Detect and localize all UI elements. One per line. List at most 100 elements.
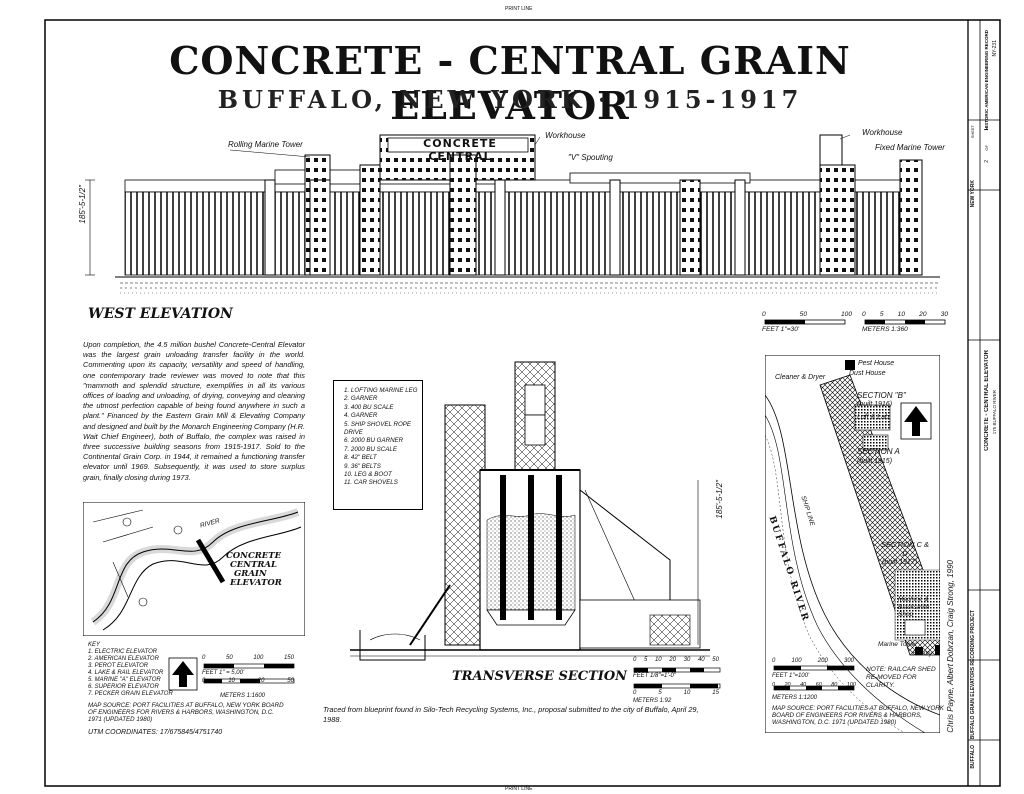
elevation-feet-ticks: 0 50 100 xyxy=(762,311,852,319)
tick-label: 200 xyxy=(817,658,828,664)
map-key-item: 3. PEROT ELEVATOR xyxy=(88,663,149,669)
label-built-1915: (built 1915) xyxy=(857,458,893,465)
map-key: KEY 1. ELECTRIC ELEVATOR 2. AMERICAN ELE… xyxy=(88,642,173,698)
section-feet-label: FEET 1/8"=1'-0" xyxy=(633,673,676,679)
tick-label: 5 xyxy=(879,311,884,318)
tick-label: 60 xyxy=(815,682,822,688)
tick-label: 100 xyxy=(253,655,264,661)
label-workhouse-left: Workhouse xyxy=(545,131,586,140)
site-north-arrow-icon xyxy=(900,402,932,440)
section-legend-item: 7. 2000 BU SCALE xyxy=(344,445,397,453)
section-legend-item: 5. SHIP SHOVEL ROPE DRIVE xyxy=(344,420,412,437)
site-plan-note: NOTE: RAILCAR SHED RE-MOVED FOR CLARITY. xyxy=(866,666,936,689)
map-key-item: 1. ELECTRIC ELEVATOR xyxy=(88,649,158,655)
tick-label: 0 xyxy=(633,657,637,663)
label-workhouse-right: Workhouse xyxy=(862,128,903,137)
tick-label: 40 xyxy=(800,682,807,688)
map-label-concrete: CONCRETE xyxy=(226,551,282,561)
section-legend-item: 8. 42" BELT xyxy=(344,454,377,462)
title-block-survey-no: NY-231 xyxy=(992,40,998,57)
utm-coordinates: UTM COORDINATES: 17/675845/4751740 xyxy=(88,729,223,736)
label-marine-tower: Marine Tower xyxy=(878,641,918,648)
drawing-subtitle: BUFFALO, NEW YORK · 1915-1917 xyxy=(217,85,803,114)
map-meter-ticks: 0 10 20 50 xyxy=(202,677,294,685)
map-meter-label: METERS 1:1600 xyxy=(220,693,266,699)
site-feet-ticks: 0 100 200 300 xyxy=(772,657,854,665)
label-built-1917: (built 1917) xyxy=(882,559,918,566)
tick-label: 0 xyxy=(202,678,206,684)
tick-label: 100 xyxy=(846,682,856,688)
title-block-agency: HISTORIC AMERICAN ENGINEERING RECORD xyxy=(984,30,989,131)
map-feet-label: FEET 1" = 5,00' xyxy=(202,670,245,676)
elevation-scale-bars xyxy=(764,319,946,325)
transverse-section-drawing xyxy=(350,361,710,661)
label-fixed-marine-tower: Fixed Marine Tower xyxy=(875,143,945,152)
tick-label: 5 xyxy=(643,657,648,663)
section-legend-item: 10. LEG & BOOT xyxy=(344,471,392,479)
tick-label: 20 xyxy=(919,311,927,318)
map-key-title: KEY xyxy=(88,642,101,648)
tick-label: 100 xyxy=(840,311,852,318)
section-legend-item: 2. GARNER xyxy=(344,395,378,403)
print-line-bottom: PRINT LINE xyxy=(505,786,533,792)
map-label-central: CENTRAL xyxy=(230,560,277,570)
section-legend-item: 1. LOFTING MARINE LEG xyxy=(344,387,418,394)
section-feet-ticks: 0 5 10 20 30 40 50 xyxy=(633,656,719,664)
north-arrow-icon xyxy=(168,657,198,691)
print-line-top: PRINT LINE xyxy=(505,6,533,12)
location-map xyxy=(83,502,305,636)
site-meter-label: METERS 1:1200 xyxy=(772,695,818,701)
label-section-b: SECTION "B" xyxy=(857,391,906,400)
tick-label: 20 xyxy=(784,682,791,688)
tick-label: 50 xyxy=(287,678,294,684)
section-legend-item: 9. 36" BELTS xyxy=(344,462,381,470)
tick-label: 50 xyxy=(712,657,719,663)
label-built-1916: (built 1916) xyxy=(857,401,893,408)
tick-label: 0 xyxy=(772,658,776,664)
label-machine-shop: Machine & Blacksmith Shop xyxy=(898,596,930,618)
tick-label: 0 xyxy=(772,682,776,688)
title-block-state: NEW YORK xyxy=(970,180,976,208)
title-block-of: OF xyxy=(984,145,989,151)
elevation-height-dimension: 185'-5-1/2" xyxy=(78,185,87,224)
west-elevation-heading: WEST ELEVATION xyxy=(88,306,233,322)
title-block-city: BUFFALO xyxy=(970,745,976,769)
tick-label: 0 xyxy=(762,311,766,318)
section-height-dimension: 185'-5-1/2" xyxy=(715,480,724,519)
tick-label: 0 xyxy=(633,690,637,696)
map-feet-ticks: 0 50 100 150 xyxy=(202,654,294,662)
map-key-item: 2. AMERICAN ELEVATOR xyxy=(88,656,159,662)
label-cleaner-dryer: Cleaner & Dryer xyxy=(775,374,826,381)
title-block-drawing-title: CONCRETE - CENTRAL ELEVATOR xyxy=(984,350,990,451)
label-v-spouting: "V" Spouting xyxy=(568,153,613,162)
history-description: Upon completion, the 4.5 million bushel … xyxy=(83,340,305,482)
tick-label: 50 xyxy=(225,655,233,661)
tick-label: 0 xyxy=(862,311,866,318)
title-block-project: BUFFALO GRAIN ELEVATORS RECORDING PROJEC… xyxy=(970,610,976,740)
tick-label: 0 xyxy=(202,655,206,661)
tick-label: 10 xyxy=(683,690,691,696)
title-block-drawing-sub: 175 BUFFALO RIVER xyxy=(992,390,997,435)
label-loft-lab: Loft & Lab xyxy=(857,414,889,421)
site-scale-bars xyxy=(773,665,855,691)
map-label-elevator: ELEVATOR xyxy=(230,578,282,588)
tick-label: 5 xyxy=(658,690,662,696)
section-legend-item: 6. 2000 BU GARNER xyxy=(344,437,404,445)
elevation-meter-label: METERS 1:360 xyxy=(862,326,908,333)
drafters-credit: Chris Payne, Albert Dobrzan, Craig Stron… xyxy=(946,560,955,733)
section-scale-bars xyxy=(633,667,721,689)
map-label-grain: GRAIN xyxy=(234,569,267,579)
tick-label: 300 xyxy=(843,658,854,664)
west-elevation-drawing xyxy=(85,134,940,294)
label-section-a: SECTION A xyxy=(857,447,900,456)
section-meter-label: METERS 1:92 xyxy=(633,698,672,704)
tick-label: 40 xyxy=(697,657,705,663)
map-key-item: 6. SUPERIOR ELEVATOR xyxy=(88,684,159,690)
map-key-item: 4. LAKE & RAIL ELEVATOR xyxy=(88,670,164,676)
title-block-sheet-total: 2 xyxy=(984,160,990,163)
tick-label: 15 xyxy=(712,690,719,696)
tick-label: 150 xyxy=(283,655,294,661)
section-legend-item: 3. 400 BU SCALE xyxy=(344,403,394,411)
